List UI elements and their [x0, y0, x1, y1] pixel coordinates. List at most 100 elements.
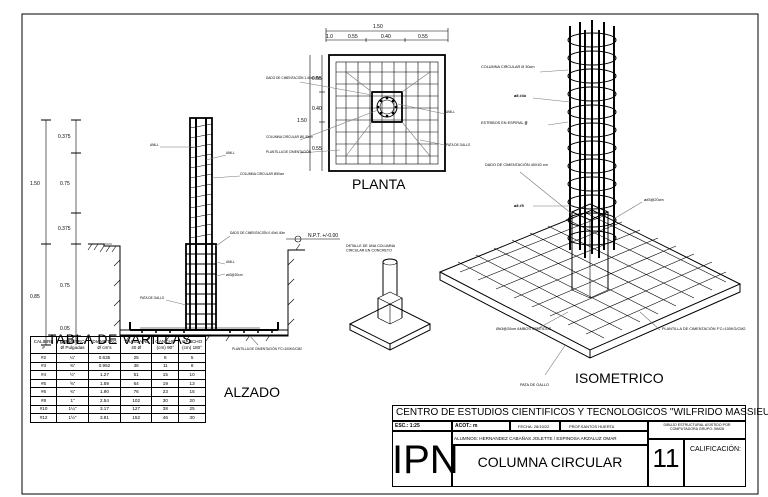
- table-cell: 2.54: [88, 395, 121, 406]
- elev-dim-1: 0.375: [58, 134, 71, 140]
- column-header-text: DIAMETRO: [92, 339, 117, 344]
- table-cell: 38: [151, 404, 180, 415]
- table-cell: 0.635: [88, 353, 121, 363]
- table-cell: ¼": [56, 353, 89, 363]
- sheet-title-cell: [452, 445, 648, 487]
- ipn-logo: IPN: [392, 438, 459, 482]
- iso-note-plantilla: PLANTILLA DE CIMENTACIÓN F'C=100KG/CM2: [662, 326, 745, 331]
- detail-caption: DETALLE DE UNA COLUMNA CIRCULAR EN CONCR…: [346, 244, 396, 253]
- elev-dim-7: 0.05: [60, 326, 70, 332]
- elev-note-anill-1: ANILL: [150, 143, 159, 147]
- table-cell: 38: [119, 361, 153, 372]
- column-header-text: Ø Pulgadas: [60, 345, 85, 350]
- column-header-text: (cm) 180°: [182, 345, 203, 350]
- plan-dim-d: 0.55: [418, 34, 428, 40]
- iso-note-dado: DADO DE CIMENTACIÓN 40X40 cm: [485, 162, 548, 167]
- elev-note-column: COLUMNA CIRCULAR Ø30cm: [240, 172, 284, 176]
- table-cell: #12: [29, 413, 58, 423]
- isometric-view: [438, 20, 742, 376]
- elev-dim-2: 0.75: [60, 181, 70, 187]
- table-cell: 8: [178, 361, 206, 372]
- sheet-number-cell: [648, 439, 684, 487]
- acot-label: ACOT.: m: [455, 423, 478, 429]
- logo-cell: [392, 431, 452, 487]
- elev-dim-5: 0.75: [60, 283, 70, 289]
- table-cell: 20: [178, 395, 206, 406]
- elev-note-anill-2: ANILL: [226, 151, 235, 155]
- plan-note-pata: PATA DE GALLO: [446, 143, 471, 147]
- plan-dim-c: 0.40: [381, 34, 391, 40]
- iso-note-spiral: ESTRIBOS EN ESPIRAL ∯: [481, 120, 528, 125]
- table-cell: 51: [119, 370, 153, 380]
- table-cell: 76: [119, 387, 153, 397]
- table-cell: 152: [119, 413, 153, 423]
- column-header-text: CALIBRE: [33, 339, 54, 344]
- iso-note-estribo: ø#3@20cm: [644, 198, 664, 202]
- table-cell: ⅝": [56, 378, 89, 389]
- plan-note-column: COLUMNA CIRCULAR Ø0.30cm: [266, 135, 313, 139]
- table-cell: 23: [151, 387, 180, 397]
- table-cell: 13: [178, 378, 206, 389]
- plan-title: PLANTA: [352, 176, 406, 192]
- table-cell: 30: [178, 413, 206, 423]
- plan-view: [299, 28, 449, 172]
- title-block-header: [392, 405, 746, 421]
- table-cell: 46: [151, 413, 180, 423]
- elev-dim-3: 1.50: [30, 181, 40, 187]
- elevation-view: [41, 117, 340, 346]
- elev-dim-6: 0.85: [30, 294, 40, 300]
- table-cell: 127: [119, 404, 153, 415]
- plan-note-dado: DADO DE CIMENTACIÓN 1.40x0.40m: [266, 75, 321, 80]
- column-header-text: #: [42, 345, 45, 350]
- elev-note-estribo: ø#3@20cm: [226, 273, 243, 277]
- table-cell: ½": [56, 370, 89, 380]
- column-header-text: GANCHO: [182, 339, 203, 344]
- iso-note-bars-top: ø8 #4ó: [514, 94, 527, 98]
- table-cell: #4: [29, 370, 58, 380]
- table-cell: 19: [151, 378, 180, 389]
- table-cell: ¾": [56, 387, 89, 397]
- students-cell: [452, 431, 648, 445]
- elev-note-plantilla: PLANTILLA DE CIMENTACIÓN F'C=100KG/CM2: [232, 346, 302, 351]
- iso-note-mesh: Ø#3@20cm AMBOS SENTIDOS: [496, 327, 552, 331]
- table-cell: 1.90: [88, 387, 121, 397]
- subject-label: DIBUJO ESTRUCTURAL ASISTIDO POR COMPUTAD…: [663, 423, 731, 432]
- iso-note-column: COLUMNA CIRCULAR Ø 30cm: [481, 65, 535, 69]
- table-cell: 10: [178, 370, 206, 380]
- plan-dim-total: 1.50: [373, 24, 383, 30]
- date-cell: [510, 421, 560, 431]
- table-cell: 25: [178, 404, 206, 415]
- plan-dim-left-total: 1.50: [297, 118, 307, 124]
- table-cell: 3.81: [88, 413, 121, 423]
- date-label: FECHA: 28/10/22: [518, 423, 550, 429]
- elev-note-pata: PATA DE GALLO: [140, 296, 165, 300]
- table-cell: 15: [178, 387, 206, 397]
- isometric-title: ISOMETRICO: [575, 370, 664, 386]
- column-header-text: 40 Ø: [131, 345, 142, 350]
- institution-name: CENTRO DE ESTUDIOS CIENTIFICOS Y TECNOLO…: [396, 407, 768, 418]
- iso-note-pata: PATA DE GALLO: [520, 383, 549, 387]
- table-cell: 1¼": [56, 404, 89, 415]
- column-header-text: TRASLAPE: [124, 339, 149, 344]
- sheet-title: COLUMNA CIRCULAR: [477, 454, 623, 470]
- table-cell: 1.59: [88, 378, 121, 389]
- plan-dim-a: 1.0: [326, 34, 333, 40]
- table-cell: 30: [151, 395, 180, 406]
- plan-dim-left-a: 0.55: [312, 76, 322, 82]
- plan-dim-b: 0.55: [348, 34, 358, 40]
- table-cell: #2: [29, 353, 58, 363]
- table-cell: #10: [29, 404, 58, 415]
- column-detail: [348, 258, 432, 351]
- table-cell: #5: [29, 378, 58, 389]
- rebar-col-calibre: CALIBRE#: [29, 336, 58, 354]
- table-cell: 25: [119, 353, 153, 363]
- table-cell: 3.17: [88, 404, 121, 415]
